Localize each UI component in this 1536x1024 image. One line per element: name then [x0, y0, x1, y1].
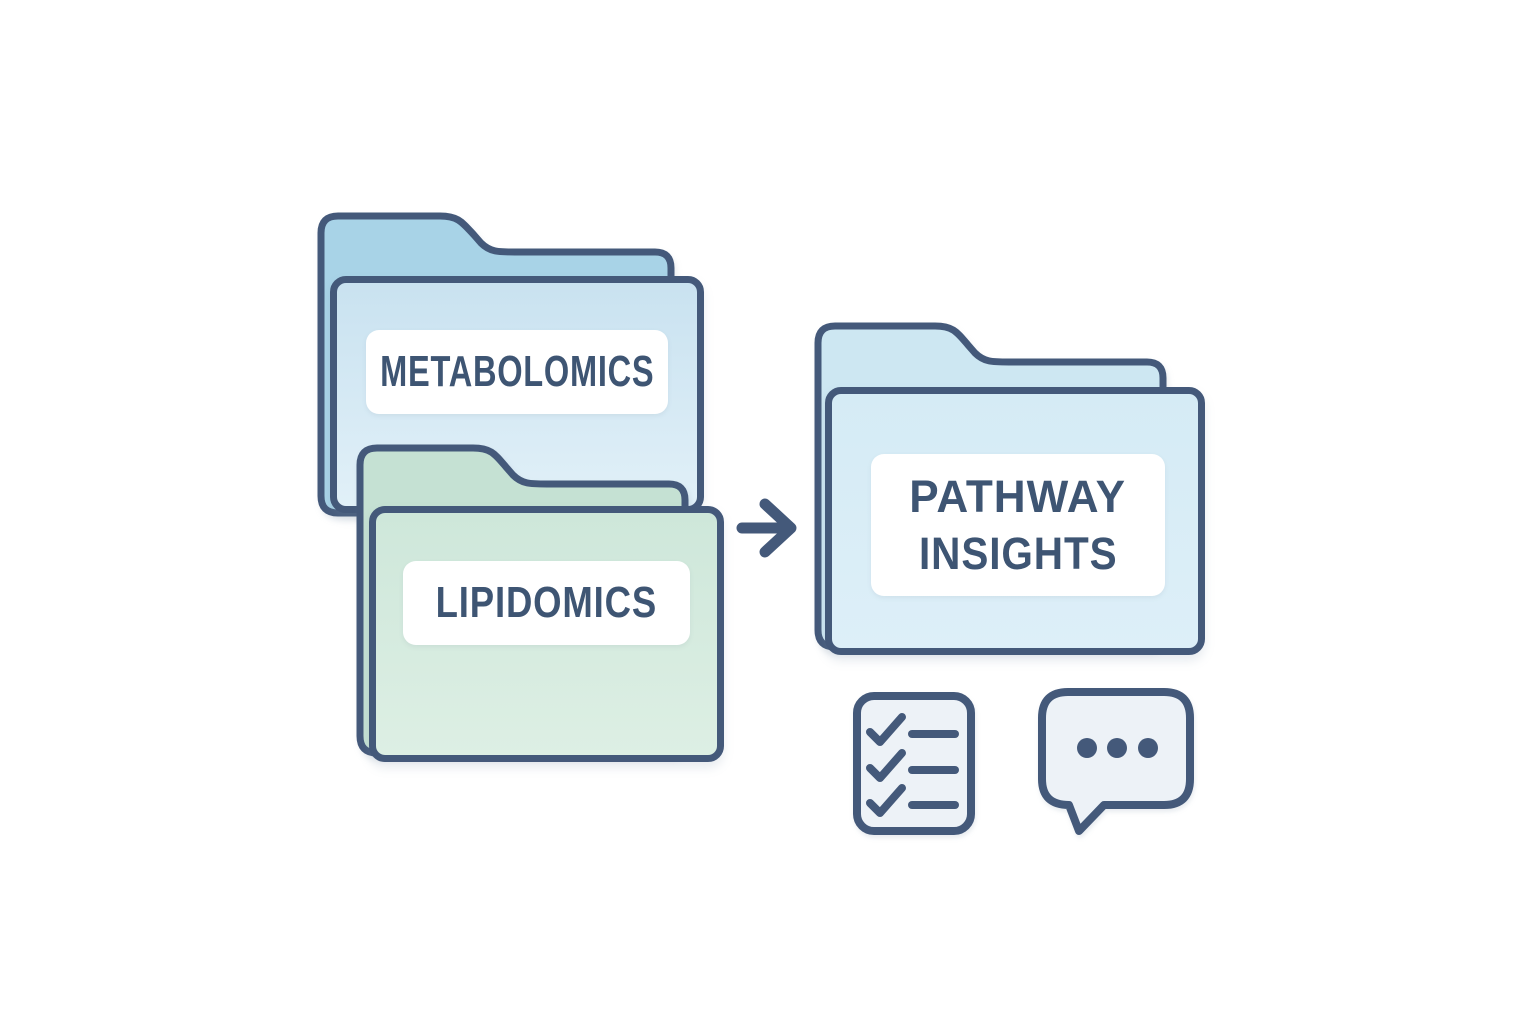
pathway-label-line1: PATHWAY — [909, 471, 1127, 522]
lipidomics-label-text: LIPIDOMICS — [435, 578, 658, 627]
checklist-icon — [853, 692, 975, 835]
lipidomics-folder-label: LIPIDOMICS — [403, 561, 690, 645]
pathway-insights-folder-label: PATHWAY INSIGHTS — [871, 454, 1165, 596]
metabolomics-label-text: METABOLOMICS — [379, 347, 655, 396]
pathway-label-line2: INSIGHTS — [918, 528, 1118, 579]
check-row-3 — [866, 784, 906, 817]
check-row-2 — [866, 749, 906, 782]
check-row-1 — [866, 713, 906, 746]
ellipsis-dots — [1077, 738, 1158, 758]
arrow-right-icon — [736, 498, 797, 558]
speech-bubble-icon — [1038, 688, 1194, 835]
metabolomics-folder-label: METABOLOMICS — [366, 330, 668, 414]
